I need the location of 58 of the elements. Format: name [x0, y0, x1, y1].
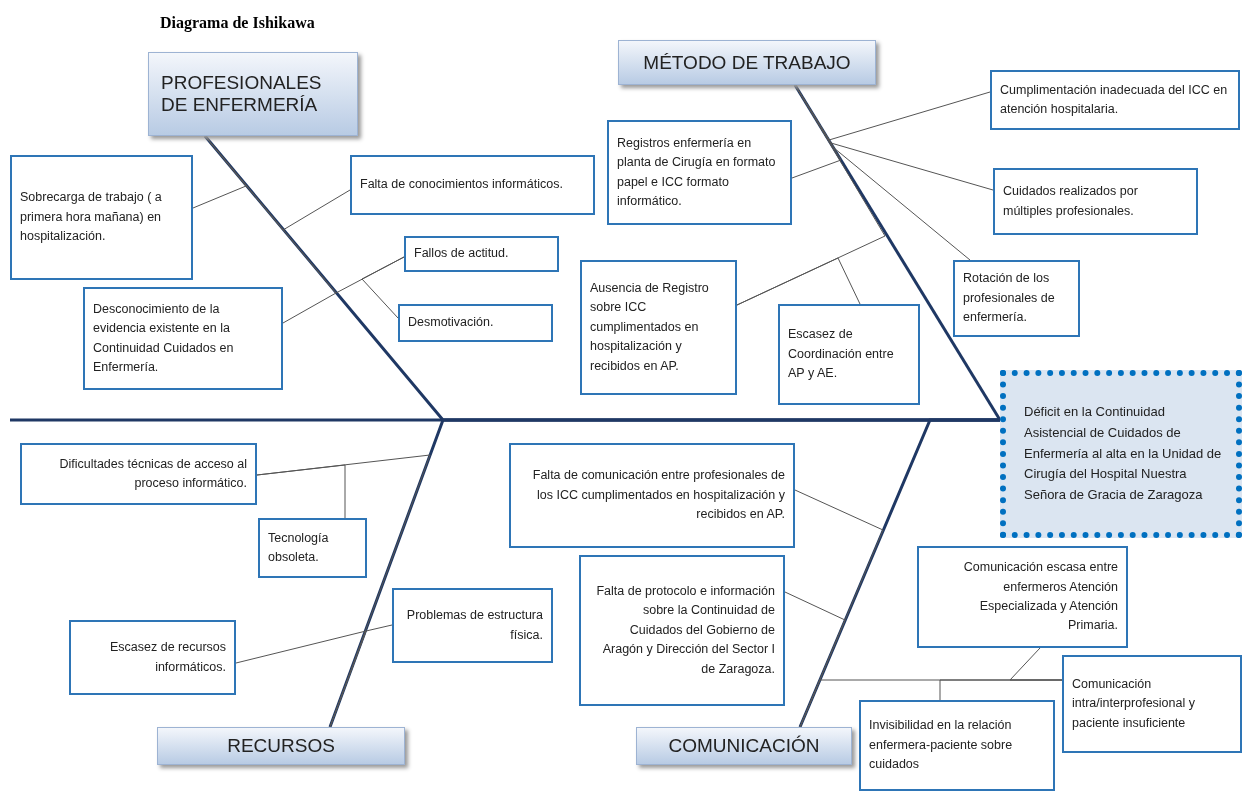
cause-text: Cumplimentación inadecuada del ICC en atención hospitalaria. — [1000, 81, 1229, 118]
cause-line — [736, 257, 861, 306]
cause-text: Falta de conocimientos informáticos. — [360, 176, 563, 194]
cause-text: Comunicación escasa entre enfermeros Atención Especializada y Atención Primaria. — [962, 559, 1118, 635]
cause-box — [917, 546, 1128, 648]
category-box — [157, 727, 405, 765]
cause-box — [579, 555, 785, 706]
effect-box — [1000, 370, 1242, 538]
cause-text: Falta de protocolo e información sobre la Continuidad de Cuidados del Gobierno de Aragón y Dirección del Sector I de Zaragoza. — [595, 583, 775, 678]
cause-box — [953, 260, 1080, 337]
category-box — [148, 52, 358, 136]
cause-text: Registros enfermería en planta de Cirugía en formato papel e ICC formato informático. — [617, 134, 777, 210]
cause-box — [993, 168, 1198, 235]
category-box — [618, 40, 876, 85]
cause-box — [258, 518, 367, 578]
cause-box — [398, 304, 553, 342]
cause-line — [256, 464, 346, 519]
category-title: PROFESIONALES DE ENFERMERÍA — [161, 72, 323, 116]
cause-text: Desconocimiento de la evidencia existente en la Continuidad Cuidados en Enfermería. — [93, 300, 235, 376]
cause-text: Comunicación intra/interprofesional y paciente insuficiente — [1072, 675, 1196, 732]
cause-text: Rotación de los profesionales de enfermería. — [963, 270, 1056, 327]
cause-text: Dificultades técnicas de acceso al proceso informático. — [58, 455, 247, 492]
cause-text: Sobrecarga de trabajo ( a primera hora mañana) en hospitalización. — [20, 189, 163, 246]
cause-text: Escasez de recursos informáticos. — [108, 639, 226, 676]
cause-box — [1062, 655, 1242, 753]
category-title: COMUNICACIÓN — [668, 735, 820, 757]
cause-box — [859, 700, 1055, 791]
cause-text: Cuidados realizados por múltiples profesionales. — [1003, 183, 1139, 220]
diagram-title: Diagrama de Ishikawa — [160, 14, 315, 32]
cause-text: Fallos de actitud. — [414, 245, 509, 263]
cause-line — [329, 624, 393, 728]
cause-box — [392, 588, 553, 663]
cause-box — [83, 287, 283, 390]
cause-text: Tecnología obsoleta. — [268, 529, 330, 566]
cause-text: Falta de comunicación entre profesionales de los ICC cumplimentados en hospitalización y recibidos en AP. — [531, 467, 785, 524]
cause-text: Invisibilidad en la relación enfermera-paciente sobre cuidados — [869, 717, 1014, 774]
cause-box — [509, 443, 795, 548]
cause-text: Escasez de Coordinación entre AP y AE. — [788, 326, 895, 383]
cause-text: Desmotivación. — [408, 314, 494, 332]
cause-line — [361, 256, 405, 319]
cause-box — [404, 236, 559, 272]
cause-box — [69, 620, 236, 695]
category-title: MÉTODO DE TRABAJO — [643, 51, 851, 74]
bone-line — [798, 418, 1000, 728]
bone-line — [793, 84, 1002, 421]
cause-box — [580, 260, 737, 395]
cause-text: Problemas de estructura física. — [405, 607, 543, 644]
category-box — [636, 727, 852, 765]
category-title: RECURSOS — [227, 735, 335, 757]
effect-text: Déficit en la Continuidad Asistencial de Cuidados de Enfermería al alta en la Unidad de Cirugía del Hospital Nuestra Señora de Gracia de Zaragoza — [1024, 403, 1223, 505]
cause-text: Ausencia de Registro sobre ICC cumplimentados en hospitalización y recibidos en AP. — [590, 280, 710, 375]
cause-box — [10, 155, 193, 280]
cause-box — [607, 120, 792, 225]
cause-box — [350, 155, 595, 215]
cause-box — [20, 443, 257, 505]
cause-box — [778, 304, 920, 405]
cause-line — [939, 679, 1063, 701]
cause-box — [990, 70, 1240, 130]
